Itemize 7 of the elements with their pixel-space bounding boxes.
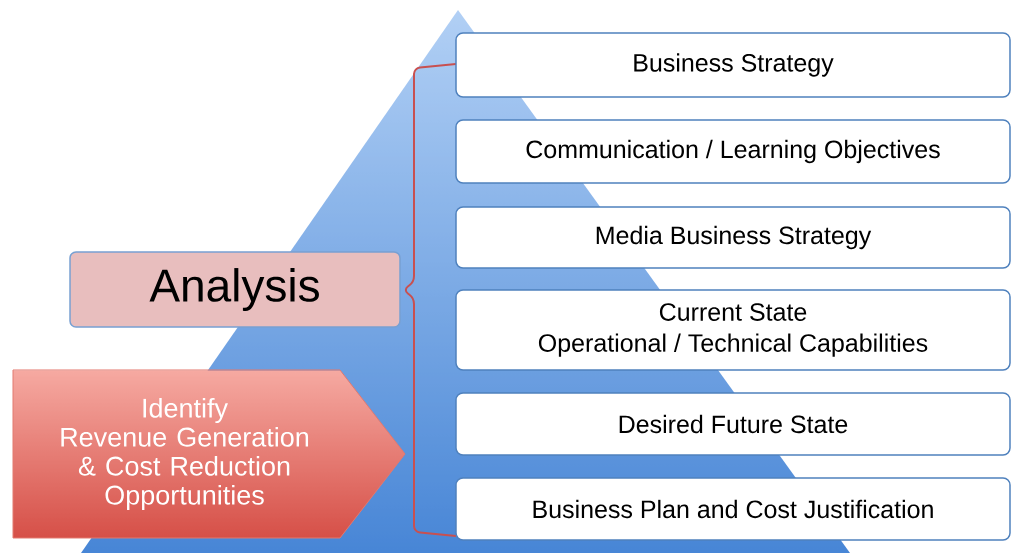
- step-box: Desired Future State: [455, 392, 1011, 456]
- step-box: Communication / Learning Objectives: [455, 119, 1011, 184]
- step-box: Business Plan and Cost Justification: [455, 477, 1011, 541]
- step-box: Media Business Strategy: [455, 206, 1011, 269]
- step-box: Business Strategy: [455, 32, 1011, 98]
- step-box: Current State Operational / Technical Capabilities: [455, 289, 1011, 371]
- analysis-box: Analysis: [69, 251, 401, 328]
